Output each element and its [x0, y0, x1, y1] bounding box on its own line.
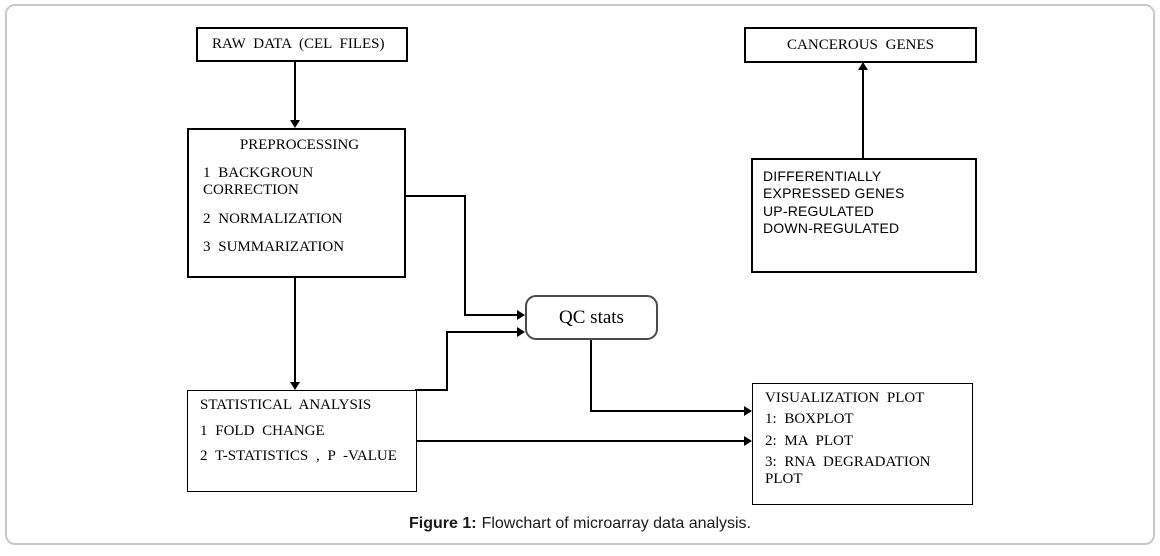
- node-cancerous-genes: CANCEROUS GENES: [744, 27, 977, 63]
- connector-preprocessing-to-qc-seg2: [464, 195, 466, 316]
- node-raw-data: RAW DATA (CEL FILES): [196, 27, 408, 62]
- connector-deg-to-cancerous: [862, 69, 864, 158]
- figure-caption-label: Figure 1:: [409, 515, 477, 532]
- node-visualization-plot-item-3: 3: RNA DEGRADATION PLOT: [765, 453, 931, 487]
- node-statistical-analysis-item-1: 1 FOLD CHANGE: [200, 422, 325, 439]
- node-deg-item-2: DOWN-REGULATED: [763, 220, 900, 236]
- connector-qc-to-visualization-seg2: [590, 410, 744, 412]
- node-qc-stats: QC stats: [525, 295, 658, 340]
- node-preprocessing-item-3: 3 SUMMARIZATION: [203, 238, 345, 255]
- connector-statistical-to-qc-seg2: [446, 332, 448, 391]
- connector-preprocessing-to-qc-seg3: [464, 314, 517, 316]
- node-statistical-analysis-item-2: 2 T-STATISTICS , P -VALUE: [200, 448, 397, 464]
- node-differentially-expressed-genes: DIFFERENTIALLY EXPRESSED GENES UP-REGULA…: [751, 158, 977, 273]
- node-qc-stats-label: QC stats: [559, 306, 624, 328]
- node-preprocessing: PREPROCESSING 1 BACKGROUN CORRECTION 2 N…: [187, 128, 406, 278]
- node-preprocessing-item-2: 2 NORMALIZATION: [203, 210, 343, 227]
- node-visualization-plot-item-1: 1: BOXPLOT: [765, 411, 854, 428]
- node-deg-title: DIFFERENTIALLY EXPRESSED GENES: [763, 168, 905, 201]
- arrowhead-raw-to-preprocessing: [290, 120, 300, 128]
- connector-statistical-to-visualization: [417, 440, 744, 442]
- node-preprocessing-title: PREPROCESSING: [239, 137, 360, 153]
- arrowhead-statistical-to-visualization: [744, 436, 752, 446]
- figure-panel-border: [5, 4, 1155, 545]
- node-deg-item-1: UP-REGULATED: [763, 202, 875, 219]
- node-visualization-plot-item-2: 2: MA PLOT: [765, 432, 854, 449]
- connector-statistical-to-qc-seg1: [415, 389, 448, 391]
- node-cancerous-genes-label: CANCEROUS GENES: [787, 36, 934, 53]
- connector-qc-to-visualization-seg1: [590, 340, 592, 412]
- node-statistical-analysis-title: STATISTICAL ANALYSIS: [200, 397, 372, 413]
- node-visualization-plot: VISUALIZATION PLOT 1: BOXPLOT 2: MA PLOT…: [752, 383, 973, 505]
- arrowhead-deg-to-cancerous: [858, 62, 868, 70]
- figure-caption: Figure 1:Flowchart of microarray data an…: [0, 515, 1160, 533]
- connector-preprocessing-to-qc-seg1: [406, 195, 466, 197]
- arrowhead-preprocessing-to-qc: [517, 310, 525, 320]
- node-preprocessing-item-1: 1 BACKGROUN CORRECTION: [203, 165, 314, 199]
- arrowhead-preprocessing-to-statistical: [290, 382, 300, 390]
- figure-caption-text: Flowchart of microarray data analysis.: [481, 515, 751, 532]
- arrowhead-statistical-to-qc: [517, 327, 525, 337]
- node-statistical-analysis: STATISTICAL ANALYSIS 1 FOLD CHANGE 2 T-S…: [187, 390, 417, 492]
- arrowhead-qc-to-visualization: [744, 406, 752, 416]
- node-visualization-plot-title: VISUALIZATION PLOT: [765, 390, 925, 406]
- connector-raw-to-preprocessing: [294, 62, 296, 121]
- connector-statistical-to-qc-seg3: [446, 331, 517, 333]
- node-raw-data-label: RAW DATA (CEL FILES): [212, 36, 385, 52]
- connector-preprocessing-to-statistical: [294, 278, 296, 383]
